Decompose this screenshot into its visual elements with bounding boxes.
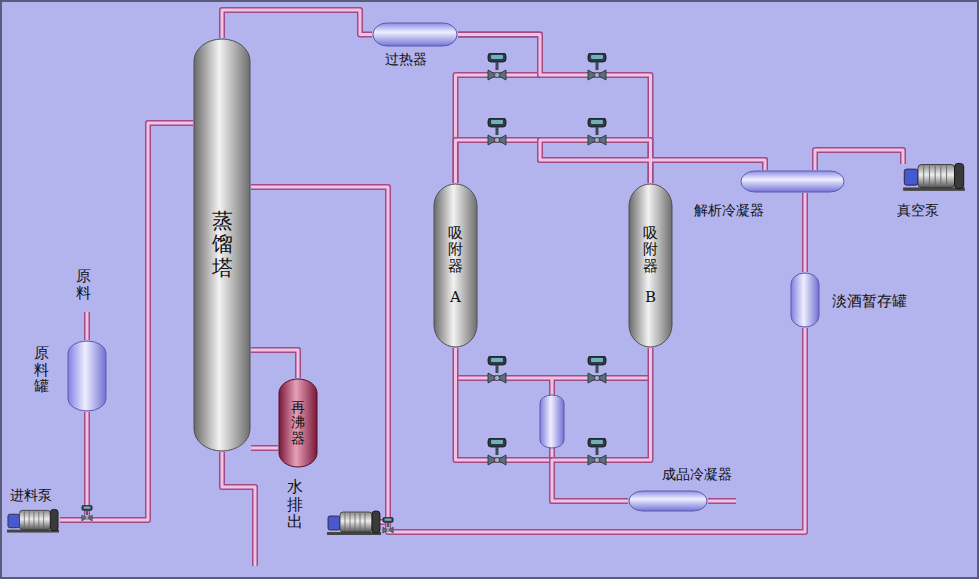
product-condenser-shape [628, 490, 708, 512]
control-valve [588, 438, 606, 465]
water-outlet-label: 水排出 [287, 478, 303, 531]
equipment-label: 进料泵 [10, 487, 52, 505]
process-pipe [60, 123, 193, 520]
label-stack: 蒸馏塔 [193, 38, 251, 452]
equipment-label: 吸附器 [448, 225, 463, 275]
pipe-core [251, 447, 278, 450]
feed-pump: 进料泵 [6, 506, 60, 534]
adsorber: 吸附器 A [433, 183, 478, 348]
superheater-shape [372, 22, 458, 47]
equipment-label: B [645, 288, 656, 306]
pipe-wall [251, 187, 805, 532]
pipe-core [552, 348, 651, 501]
pipe-wall [251, 445, 278, 451]
pipe-wall [456, 348, 629, 501]
pipe-wall [60, 412, 87, 520]
equipment-label: 真空泵 [897, 202, 939, 220]
label-stack: 吸附器 B [628, 183, 673, 348]
pipe-wall [802, 193, 808, 272]
pipe-core [60, 123, 193, 520]
equipment-label: 过热器 [385, 51, 427, 69]
pipe-wall [456, 140, 766, 183]
pipe-core [456, 140, 766, 183]
equipment-label: A [450, 288, 461, 306]
process-pipe [251, 187, 805, 532]
label-stack: 吸附器 A [433, 183, 478, 348]
feed-tank: 原料罐 [67, 340, 107, 412]
process-pipe [456, 140, 766, 183]
pipe-core [456, 348, 629, 501]
hand-valve [383, 517, 394, 533]
equipment-label: 再沸器 [291, 400, 305, 446]
pipe-core [251, 187, 805, 532]
control-valve [488, 356, 506, 383]
control-valve [588, 356, 606, 383]
equipment-label: 成品冷凝器 [662, 466, 732, 484]
pipe-wall [815, 150, 903, 170]
process-pipe [251, 350, 298, 378]
return-pump [327, 511, 381, 535]
vacuum-pump: 真空泵 [895, 160, 973, 192]
adsorber: 吸附器 B [628, 183, 673, 348]
vacuum-pump-shape [895, 160, 973, 192]
pipe-core [804, 193, 807, 272]
pipe-wall [552, 348, 651, 501]
control-valve [488, 53, 506, 80]
pipe-core [456, 35, 541, 184]
process-pipe [815, 150, 903, 170]
control-valve [488, 438, 506, 465]
reboiler: 再沸器 [278, 378, 318, 468]
process-pipe [251, 448, 278, 449]
pipe-wall [540, 140, 765, 183]
equipment-label: 解析冷凝器 [694, 202, 764, 220]
label-stack: 再沸器 [278, 378, 318, 468]
storage-tank-shape [790, 272, 820, 328]
plain-pipes [87, 312, 736, 566]
control-valve [488, 118, 506, 145]
process-pipe [456, 35, 541, 184]
pipe-core [251, 350, 298, 378]
process-pipe [805, 193, 806, 272]
pipe-core [815, 150, 903, 170]
control-valve [588, 53, 606, 80]
superheater: 过热器 [372, 22, 458, 47]
pipe-wall [222, 10, 372, 38]
buffer-vessel [540, 395, 564, 448]
pipe-core [540, 140, 765, 183]
equipment-label: 吸附器 [643, 225, 658, 275]
equipment-label: 蒸馏塔 [212, 210, 233, 279]
desorption-condenser: 解析冷凝器 [740, 170, 845, 193]
pipe-wall [251, 350, 298, 378]
process-pipe [222, 10, 372, 38]
storage-tank: 淡酒暂存罐 [790, 272, 820, 328]
pipe-core [60, 412, 87, 520]
hand-valve [82, 505, 93, 521]
equipment-label: 淡酒暂存罐 [832, 292, 907, 311]
equipment-label: 原料罐 [34, 345, 49, 395]
process-pipe [456, 348, 629, 501]
pipe-core [222, 10, 372, 38]
control-valve [588, 118, 606, 145]
process-pipe [552, 348, 651, 501]
feed-tank-shape [67, 340, 107, 412]
process-pipe [540, 140, 765, 183]
product-condenser: 成品冷凝器 [628, 490, 708, 512]
distillation-column: 蒸馏塔 [193, 38, 251, 452]
feed-pump-shape [6, 506, 60, 534]
process-pipe [60, 412, 87, 520]
pipe-wall [60, 123, 193, 520]
feed-inlet-label: 原料 [76, 268, 91, 301]
pipe-wall [456, 35, 541, 184]
desorption-condenser-shape [740, 170, 845, 193]
